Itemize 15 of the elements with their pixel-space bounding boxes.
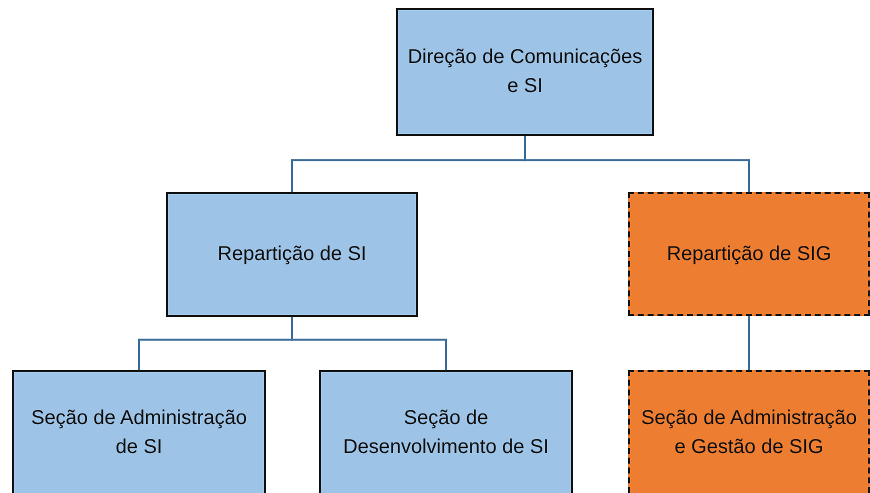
connector-line — [291, 317, 447, 370]
unit-name: Seção de Administração de SI — [30, 406, 248, 460]
org-unit-box — [628, 370, 870, 493]
unit-name: Seção de Desenvolvimento de SI — [342, 406, 550, 460]
unit-name: Direção de Comunicações e SI — [406, 45, 644, 99]
org-unit-box — [396, 8, 654, 136]
connector-line — [748, 316, 750, 370]
org-unit-box — [319, 370, 573, 493]
org-unit-box — [12, 370, 266, 493]
org-unit-box — [628, 192, 870, 316]
unit-name: Repartição de SI — [218, 242, 366, 267]
connector-line — [524, 136, 750, 192]
org-unit-box — [166, 192, 418, 317]
unit-name: Seção de Administração e Gestão de SIG — [640, 406, 858, 460]
unit-name: Repartição de SIG — [666, 242, 832, 266]
